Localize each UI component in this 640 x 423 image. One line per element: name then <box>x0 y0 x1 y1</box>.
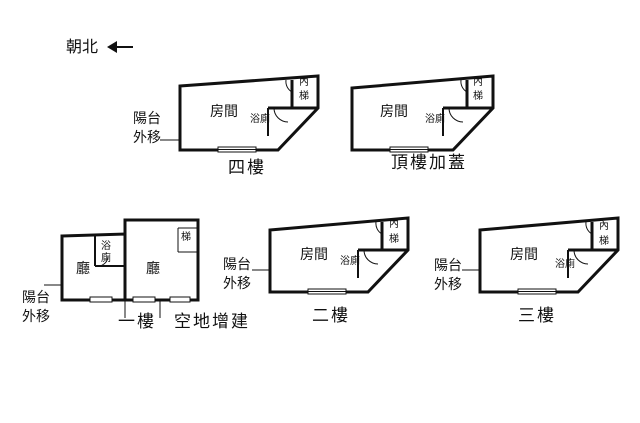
rooftop-stairs-label-2: 梯 <box>473 91 483 102</box>
third-balcony-note-2: 外移 <box>434 277 462 293</box>
first-right-hall-label: 廳 <box>146 261 160 277</box>
fourth-balcony-note-2: 外移 <box>133 130 161 146</box>
fourth-balcony-note-1: 陽台 <box>133 111 161 127</box>
first-balcony-note-2: 外移 <box>22 309 50 325</box>
rooftop-floor-title: 頂樓加蓋 <box>391 153 467 173</box>
second-stairs-label-1: 內 <box>389 219 399 230</box>
third-bedroom-label: 房間 <box>510 247 538 263</box>
north-label: 朝北 <box>66 37 99 56</box>
third-floor-plan <box>462 216 620 295</box>
third-stairs-label-2: 梯 <box>599 236 609 247</box>
fourth-bathroom-label: 浴廁 <box>250 114 270 125</box>
third-bathroom-label: 浴廁 <box>555 259 575 270</box>
second-floor-title: 二樓 <box>312 306 350 326</box>
third-balcony-note-1: 陽台 <box>434 258 462 274</box>
second-bathroom-label: 浴廁 <box>340 256 360 267</box>
fourth-bedroom-label: 房間 <box>210 104 238 120</box>
empty-lot-extension-note: 空地增建 <box>174 312 250 332</box>
second-balcony-note-1: 陽台 <box>223 257 251 273</box>
second-balcony-note-2: 外移 <box>223 276 251 292</box>
rooftop-plan <box>350 74 495 153</box>
first-stairs-label: 梯 <box>181 232 191 243</box>
fourth-stairs-label-1: 內 <box>299 77 309 88</box>
fourth-stairs-label-2: 梯 <box>299 91 309 102</box>
fourth-floor-plan <box>160 74 320 153</box>
first-balcony-note-1: 陽台 <box>22 290 50 306</box>
first-bath-label-2: 廁 <box>101 253 111 264</box>
first-floor-title: 一樓 <box>118 312 156 332</box>
third-stairs-label-1: 內 <box>599 221 609 232</box>
rooftop-bathroom-label: 浴廁 <box>425 114 445 125</box>
fourth-floor-title: 四樓 <box>228 158 266 178</box>
first-floor-plan <box>44 218 200 318</box>
second-bedroom-label: 房間 <box>300 247 328 263</box>
rooftop-stairs-label-1: 內 <box>473 77 483 88</box>
rooftop-bedroom-label: 房間 <box>380 104 408 120</box>
second-floor-plan <box>252 216 410 295</box>
third-floor-title: 三樓 <box>518 306 556 326</box>
north-arrow-icon <box>107 41 133 53</box>
first-left-hall-label: 廳 <box>76 261 90 277</box>
first-bath-label-1: 浴 <box>101 241 111 252</box>
second-stairs-label-2: 梯 <box>389 234 399 245</box>
